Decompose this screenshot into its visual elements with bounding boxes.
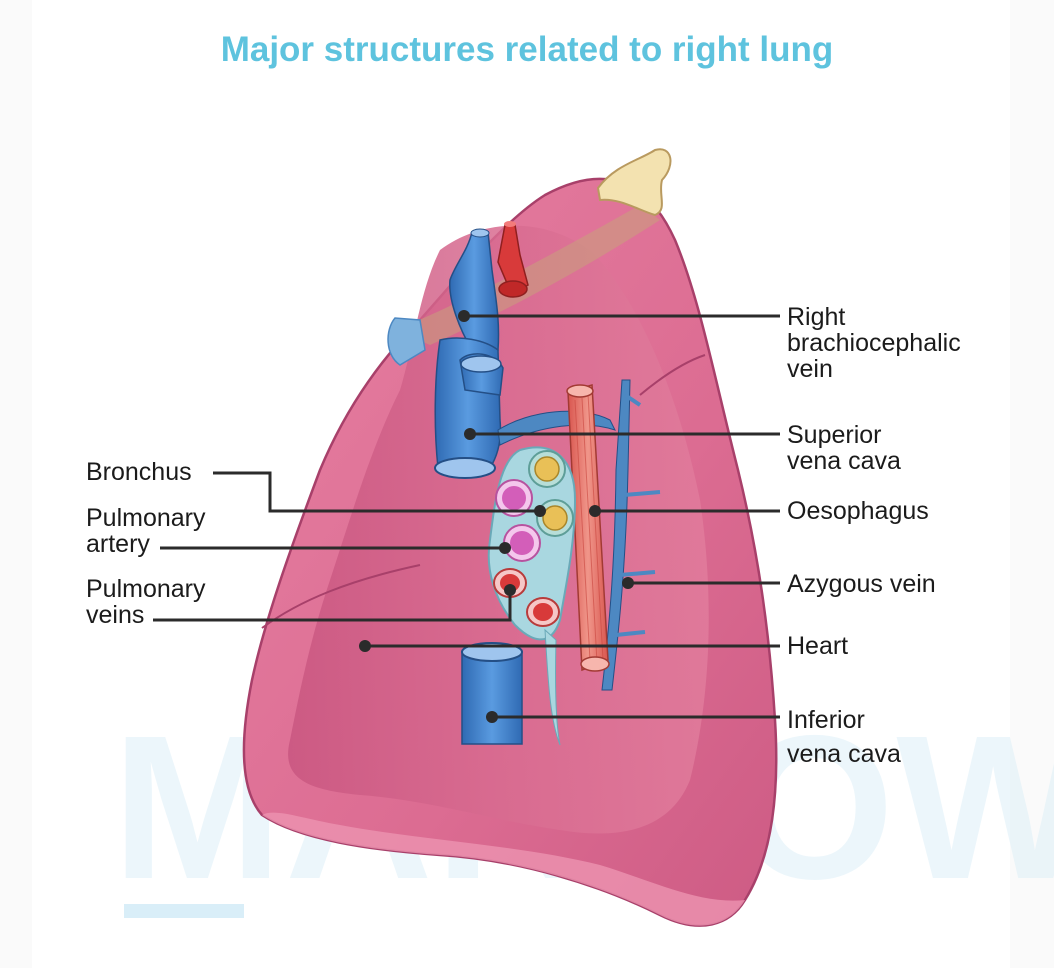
- lung-base-rim: [262, 812, 745, 926]
- label-line: vena cava: [787, 740, 901, 768]
- label-azygous-vein: Azygous vein: [787, 571, 936, 597]
- watermark-underline: [124, 904, 244, 918]
- ivc-body: [461, 651, 523, 745]
- azygous-vein-path: [601, 379, 631, 691]
- label-line: Inferior: [787, 706, 865, 734]
- label-pulmonary-artery: Pulmonary artery: [86, 505, 206, 557]
- label-right-brachiocephalic-vein: Right brachiocephalic vein: [787, 304, 961, 382]
- label-line: vein: [787, 355, 833, 383]
- rib-end-blue: [387, 317, 426, 366]
- label-line: brachiocephalic: [787, 329, 961, 357]
- label-oesophagus: Oesophagus: [787, 498, 929, 524]
- oblique-fissure: [639, 354, 706, 396]
- label-bronchus: Bronchus: [86, 459, 192, 485]
- clavicle: [596, 148, 672, 217]
- label-line: Azygous vein: [787, 570, 936, 598]
- label-line: Heart: [787, 632, 849, 660]
- label-pulmonary-veins: Pulmonary veins: [86, 576, 206, 628]
- leader-lines: [153, 314, 780, 719]
- label-line: Pulmonary: [86, 575, 206, 603]
- label-line: vena cava: [787, 447, 901, 475]
- label-line: artery: [86, 530, 150, 558]
- label-inferior-vena-cava: Inferior vena cava: [787, 703, 901, 771]
- label-superior-vena-cava: Superior vena cava: [787, 422, 901, 474]
- diagram-title: Major structures related to right lung: [220, 30, 834, 69]
- label-line: Bronchus: [86, 458, 192, 486]
- label-heart: Heart: [787, 633, 848, 659]
- label-line: Superior: [787, 421, 882, 449]
- label-line: veins: [86, 601, 145, 629]
- label-line: Pulmonary: [86, 504, 206, 532]
- horizontal-fissure: [261, 564, 421, 629]
- label-line: Right: [787, 303, 846, 331]
- label-line: Oesophagus: [787, 497, 929, 525]
